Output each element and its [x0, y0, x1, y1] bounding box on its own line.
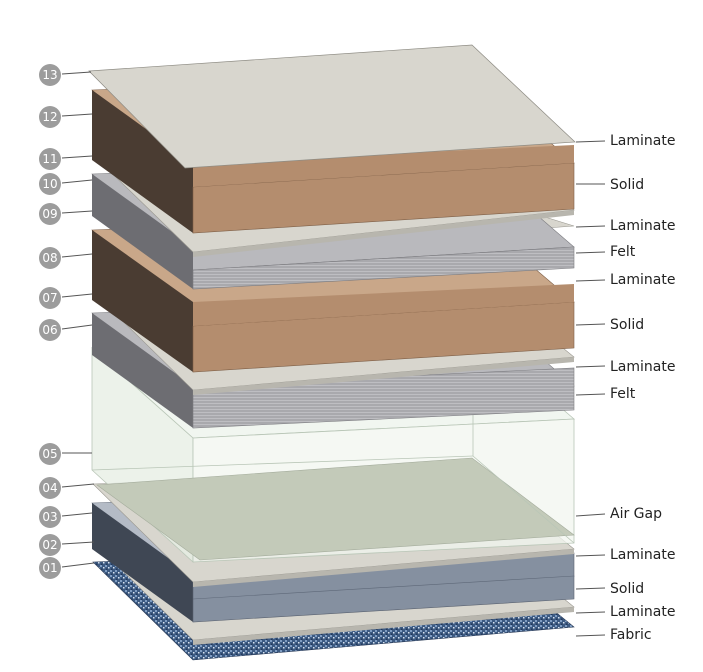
material-label: Solid [610, 317, 644, 333]
layer-number: 13 [42, 68, 57, 82]
label-fabric: Fabric [575, 627, 652, 643]
material-label: Air Gap [610, 506, 662, 522]
callout-13: 13 [39, 64, 92, 86]
callout-03: 03 [39, 506, 93, 528]
label-laminate-2: Laminate [575, 218, 675, 234]
label-solid-bottom: Solid [575, 581, 644, 597]
callout-12: 12 [39, 106, 93, 128]
label-solid-upper: Solid [576, 177, 644, 193]
label-solid-lower: Solid [575, 317, 644, 333]
label-laminate-3: Laminate [575, 272, 675, 288]
material-label: Solid [610, 581, 644, 597]
layer-number-callouts: 13 12 11 10 09 08 07 [39, 64, 95, 579]
material-label: Laminate [610, 218, 675, 234]
layer-number: 10 [42, 177, 57, 191]
callout-08: 08 [39, 247, 93, 269]
material-label: Laminate [610, 133, 675, 149]
callout-10: 10 [39, 173, 93, 195]
layer-number: 11 [42, 152, 57, 166]
layer-number: 09 [42, 207, 57, 221]
label-laminate-5: Laminate [575, 547, 675, 563]
callout-06: 06 [39, 319, 93, 341]
callout-05: 05 [39, 443, 92, 465]
material-label: Laminate [610, 604, 675, 620]
label-felt-upper: Felt [575, 244, 636, 260]
layer-number: 03 [42, 510, 57, 524]
label-felt-lower: Felt [575, 386, 636, 402]
material-label: Felt [610, 386, 636, 402]
layer-number: 02 [42, 538, 57, 552]
layer-number: 05 [42, 447, 57, 461]
material-labels: Laminate Solid Laminate Felt Laminate So… [575, 133, 675, 643]
callout-09: 09 [39, 203, 93, 225]
callout-11: 11 [39, 148, 93, 170]
callout-02: 02 [39, 534, 95, 556]
layer-number: 12 [42, 110, 57, 124]
callout-01: 01 [39, 557, 95, 579]
material-label: Fabric [610, 627, 652, 643]
layer-number: 06 [42, 323, 57, 337]
label-laminate-top: Laminate [575, 133, 675, 149]
layer-number: 04 [42, 481, 57, 495]
material-label: Solid [610, 177, 644, 193]
layer-number: 01 [42, 561, 57, 575]
label-air-gap: Air Gap [575, 506, 662, 522]
layer-number: 07 [42, 291, 57, 305]
material-label: Laminate [610, 359, 675, 375]
label-laminate-6: Laminate [575, 604, 675, 620]
material-label: Laminate [610, 547, 675, 563]
layer-13-laminate [88, 44, 576, 169]
material-label: Felt [610, 244, 636, 260]
layer-number: 08 [42, 251, 57, 265]
callout-04: 04 [39, 477, 95, 499]
callout-07: 07 [39, 287, 93, 309]
label-laminate-4: Laminate [575, 359, 675, 375]
material-label: Laminate [610, 272, 675, 288]
